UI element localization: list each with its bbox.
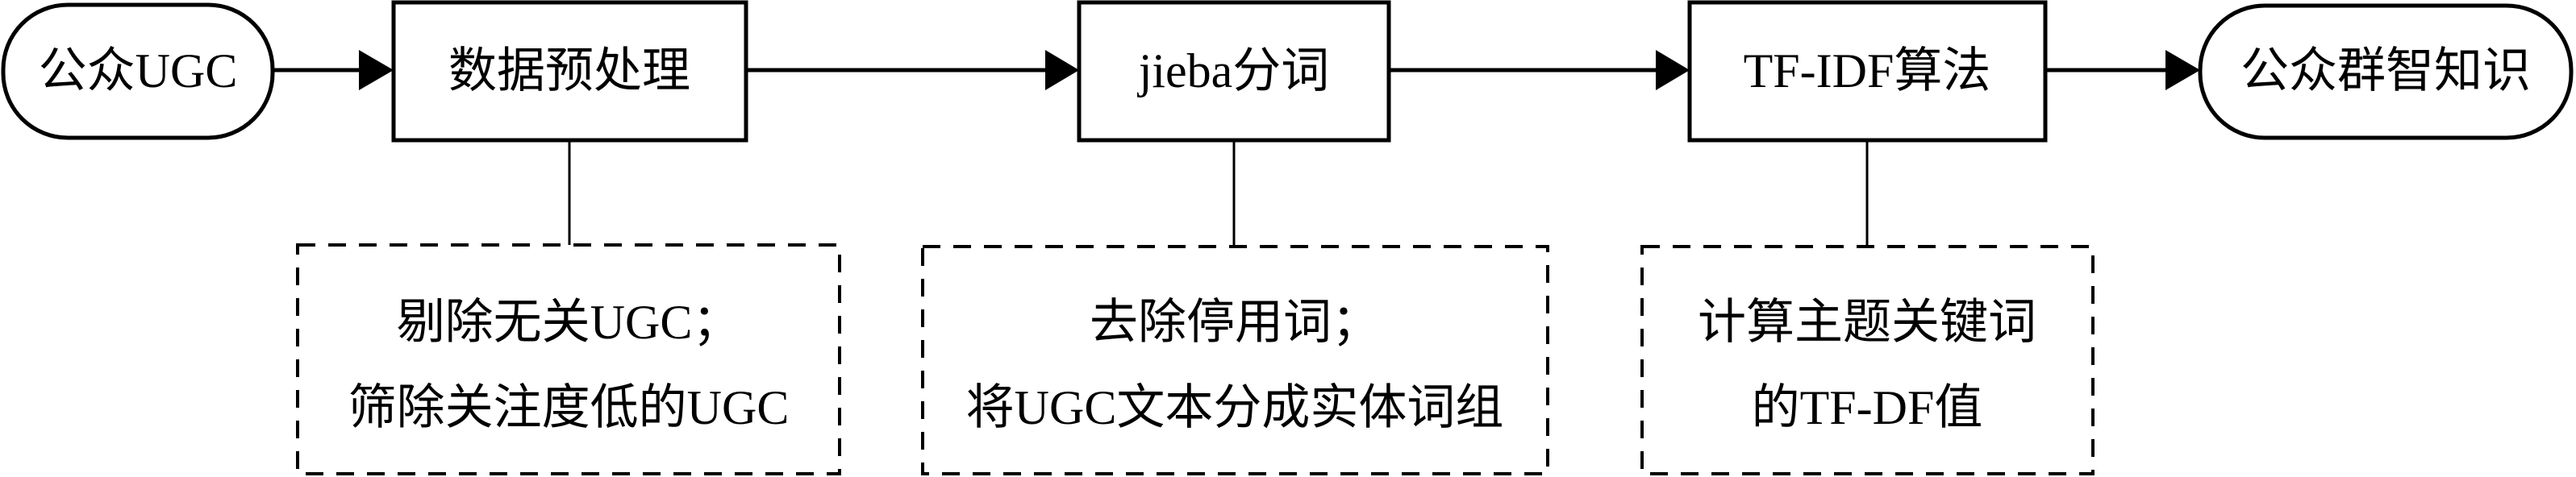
note-preprocess-line-1: 剔除无关UGC； xyxy=(397,296,741,349)
end-terminal: 公众群智知识 xyxy=(2198,3,2574,140)
preprocess-label: 数据预处理 xyxy=(448,44,690,97)
note-preprocess-line-2: 筛除关注度低的UGC xyxy=(348,381,790,434)
process-box-preprocess: 数据预处理 xyxy=(391,0,748,143)
process-box-tfidf: TF-IDF算法 xyxy=(1687,0,2048,143)
tfidf-label: TF-IDF算法 xyxy=(1744,44,1991,97)
arrowhead-3 xyxy=(1656,50,1690,90)
note-box-tfidf: 计算主题关键词 的TF-DF值 xyxy=(1640,245,2095,475)
note-tfidf-line-1: 计算主题关键词 xyxy=(1698,296,2036,349)
note-segment-line-2: 将UGC文本分成实体词组 xyxy=(966,381,1504,434)
arrowhead-2 xyxy=(1045,50,1079,90)
note-box-segment: 去除停用词； 将UGC文本分成实体词组 xyxy=(921,245,1549,475)
note-box-preprocess: 剔除无关UGC； 筛除关注度低的UGC xyxy=(296,243,841,475)
note-tfidf-line-2: 的TF-DF值 xyxy=(1752,381,1983,434)
start-terminal: 公众UGC xyxy=(1,2,275,140)
end-terminal-label: 公众群智知识 xyxy=(2240,44,2531,97)
start-terminal-label: 公众UGC xyxy=(39,44,238,97)
arrowhead-4 xyxy=(2165,50,2200,90)
segment-label: jieba分词 xyxy=(1137,44,1330,97)
note-segment-line-1: 去除停用词； xyxy=(1090,296,1380,349)
flow-arrows xyxy=(274,50,2200,90)
process-box-segment: jieba分词 xyxy=(1077,0,1391,143)
arrowhead-1 xyxy=(359,50,394,90)
